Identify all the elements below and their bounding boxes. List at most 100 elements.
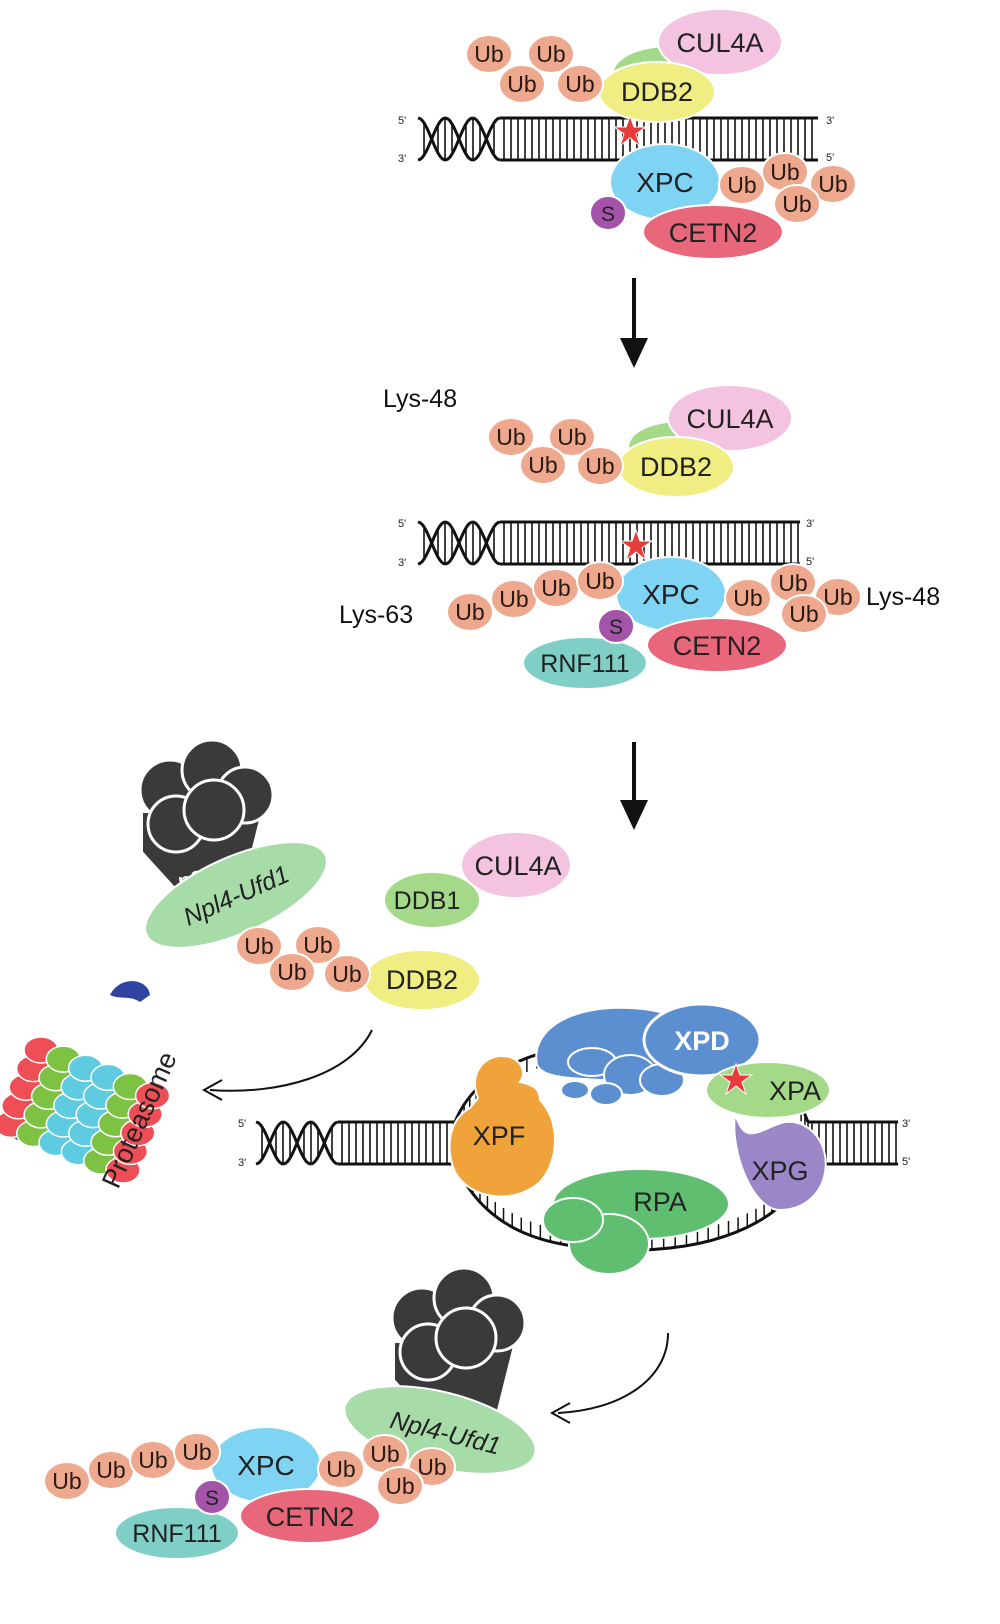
dna-end-5prime: 5': [398, 115, 406, 127]
arrow-to-proteasome: [201, 1029, 373, 1101]
ub-label: Ub: [496, 424, 525, 450]
xpf-label: XPF: [473, 1121, 526, 1151]
rnf111-label: RNF111: [540, 650, 629, 678]
ub-label: Ub: [770, 159, 799, 185]
ub-label: Ub: [182, 1439, 211, 1465]
xpf-protein: [448, 1054, 556, 1198]
ddb1-protein: [383, 871, 481, 929]
xpd-protein: [642, 1002, 762, 1078]
ub-label: Ub: [789, 601, 818, 627]
ubiquitin-chain: Ub Ub Ub Ub: [718, 152, 857, 224]
lys48-label: Lys-48: [383, 385, 457, 413]
ubiquitin-chain: Ub Ub Ub Ub: [446, 561, 624, 632]
stage-2: Lys-48 CUL4A DDB2 Ub Ub Ub Ub 5' 3' 3' 5…: [339, 384, 940, 690]
dna-end-3prime: 3': [398, 153, 406, 165]
cul4a-protein: [667, 384, 793, 452]
cetn2-protein: [642, 204, 784, 260]
ub-label: Ub: [96, 1457, 125, 1483]
ub-label: Ub: [332, 961, 361, 987]
ub-label: Ub: [823, 584, 852, 610]
xpa-label: XPA: [769, 1076, 821, 1106]
ub-label: Ub: [455, 599, 484, 625]
cul4a-label: CUL4A: [686, 404, 773, 434]
stage-4: 5' 3' 3' 5' XPD XPA XPF XPG RPA: [238, 1002, 910, 1424]
ddb2-label: DDB2: [386, 965, 458, 995]
ddb2-label: DDB2: [621, 77, 693, 107]
ub-label: Ub: [585, 453, 614, 479]
ub-label: Ub: [326, 1456, 355, 1482]
rpa-subunit: [542, 1197, 604, 1243]
ubiquitin-chain: Ub Ub Ub Ub: [487, 417, 624, 486]
xpd-label: XPD: [674, 1026, 730, 1056]
arrow-down: [620, 742, 648, 830]
ubiquitin-chain: Ub Ub Ub Ub: [235, 925, 371, 994]
ub-label: Ub: [733, 585, 762, 611]
xpg-label: XPG: [751, 1156, 808, 1186]
dna-lesion-star: [612, 114, 648, 148]
cetn2-label: CETN2: [669, 218, 758, 248]
ub-label: Ub: [303, 932, 332, 958]
ub-label: Ub: [541, 575, 570, 601]
cul4a-protein: [460, 831, 572, 899]
dna-duplex-1: [417, 116, 818, 162]
ub-label: Ub: [565, 71, 594, 97]
ub-label: Ub: [727, 172, 756, 198]
ub-label: Ub: [507, 71, 536, 97]
cetn2-label: CETN2: [673, 631, 762, 661]
cetn2-protein: [646, 617, 788, 673]
ub-label: Ub: [277, 959, 306, 985]
ub-label: Ub: [585, 568, 614, 594]
cul4a-protein: [657, 8, 783, 76]
sumo-protein: [589, 195, 627, 231]
lys48-label: Lys-48: [866, 583, 940, 611]
ub-label: Ub: [417, 1454, 446, 1480]
ub-label: Ub: [536, 41, 565, 67]
sumo-label: S: [601, 203, 615, 226]
ub-label: Ub: [474, 41, 503, 67]
cul4a-label: CUL4A: [474, 851, 561, 881]
ub-label: Ub: [52, 1468, 81, 1494]
cul4a-label: CUL4A: [676, 28, 763, 58]
xpc-label: XPC: [237, 1450, 295, 1481]
ubiquitin-chain: Ub Ub Ub Ub: [465, 34, 604, 104]
dna-end-3prime: 3': [238, 1157, 246, 1169]
rnf111-protein: [114, 1506, 240, 1560]
ub-label: Ub: [782, 191, 811, 217]
ub-label: Ub: [528, 452, 557, 478]
stage-1: 5' 3' 3' 5' CUL4A DDB2 Ub Ub Ub Ub XPC C…: [398, 8, 857, 260]
dna-end-5prime: 5': [826, 152, 834, 164]
stage-5: p97 Npl4-Ufd1 XPC CETN2 RNF111 S Ub Ub U…: [43, 1266, 537, 1560]
dna-end-3prime: 3': [806, 518, 814, 530]
dna-lesion-star: [718, 1062, 754, 1096]
ub-label: Ub: [138, 1447, 167, 1473]
dna-end-5prime: 5': [398, 518, 406, 530]
sumo-label: S: [205, 1487, 219, 1510]
ub-label: Ub: [499, 586, 528, 612]
dna-end-3prime: 3': [902, 1118, 910, 1130]
ub-label: Ub: [244, 933, 273, 959]
dna-duplex-2: [417, 520, 800, 566]
ub-label: Ub: [818, 171, 847, 197]
ub-label: Ub: [557, 424, 586, 450]
dna-lesion-star: [618, 528, 654, 562]
sumo-protein: [597, 608, 635, 644]
rpa-label: RPA: [633, 1187, 687, 1217]
ub-label: Ub: [370, 1441, 399, 1467]
proteasome: [0, 981, 171, 1184]
ddb2-label: DDB2: [640, 452, 712, 482]
dna-end-3prime: 3': [398, 557, 406, 569]
tfiih-subunit: [589, 1082, 623, 1106]
ubiquitin-chain: Ub Ub Ub Ub: [724, 563, 862, 634]
arrow-down: [620, 278, 648, 368]
dna-end-5prime: 5': [238, 1118, 246, 1130]
dna-end-5prime: 5': [806, 556, 814, 568]
proteasome-subunit: [134, 1081, 171, 1110]
xpc-label: XPC: [642, 579, 700, 610]
ddb1-label: DDB1: [394, 887, 461, 915]
cetn2-protein: [239, 1488, 381, 1544]
xpg-protein: [733, 1112, 827, 1212]
rnf111-protein: [522, 636, 648, 690]
ub-label: Ub: [385, 1473, 414, 1499]
dna-end-3prime: 3': [826, 115, 834, 127]
